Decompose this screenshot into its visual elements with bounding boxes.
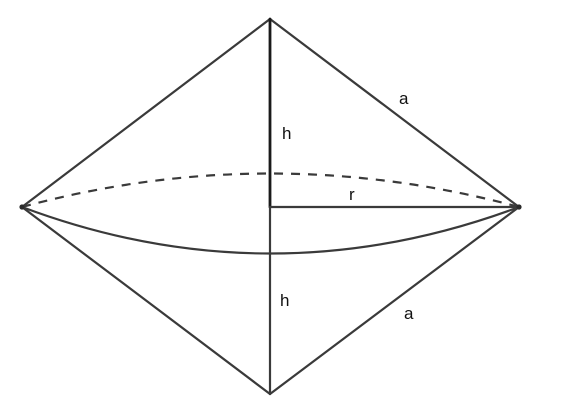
upper-right-generator [268,17,521,209]
radius-label: r [349,185,355,204]
height-label-lower: h [280,291,289,310]
base-ellipse-back-dashed [21,172,520,209]
left-rim-point [19,204,25,210]
slant-label-upper: a [399,89,409,108]
height-label-upper: h [282,124,291,143]
lower-left-generator [20,205,272,396]
right-rim-point [516,204,522,210]
upper-left-generator [20,17,272,209]
slant-label-lower: a [404,304,414,323]
lower-right-generator [268,205,521,396]
